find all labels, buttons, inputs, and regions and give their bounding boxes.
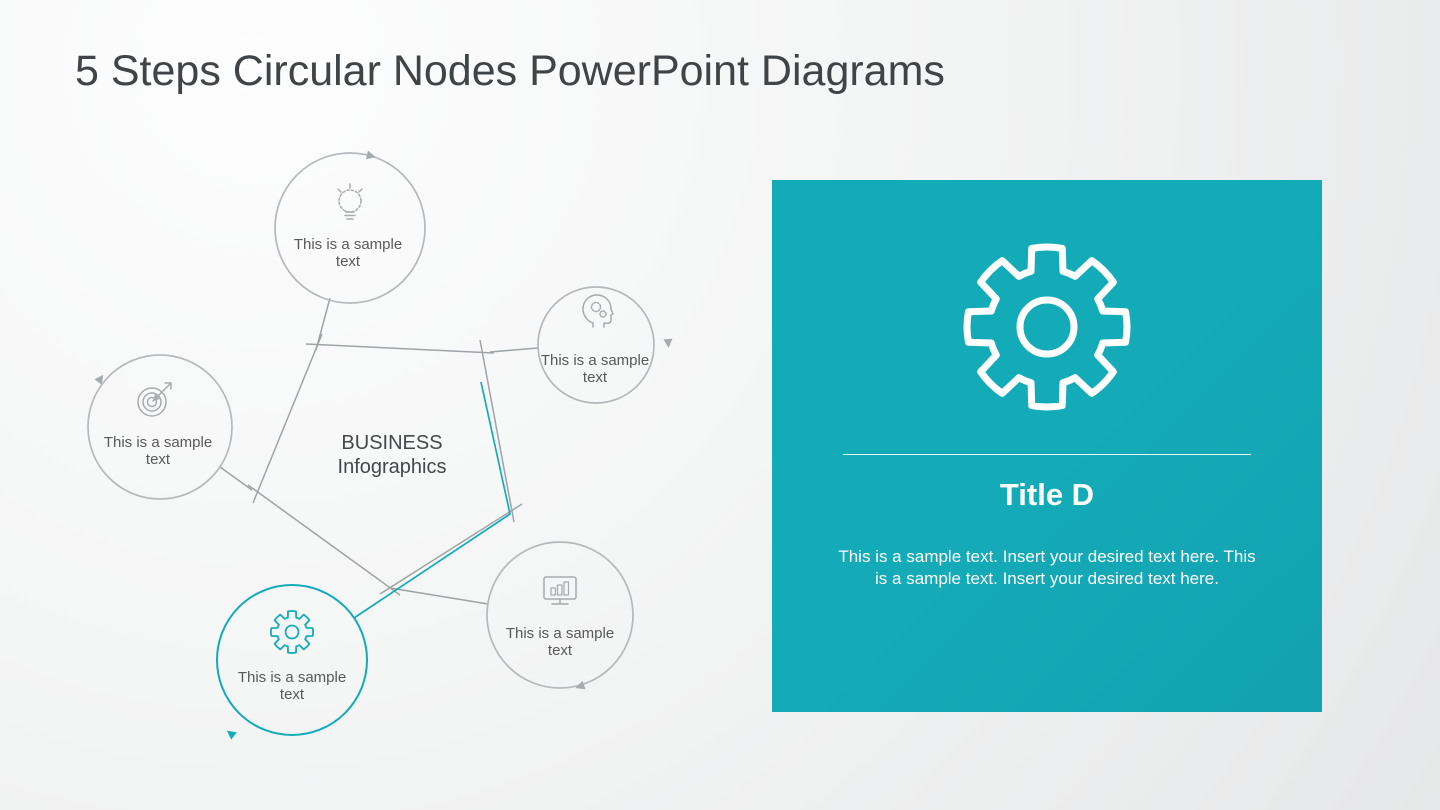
- detail-panel: Title D This is a sample text. Insert yo…: [772, 180, 1322, 712]
- flow-arrow-icon: [575, 680, 586, 690]
- node-label: This is a sample text: [505, 625, 615, 659]
- node-label: This is a sample text: [540, 352, 650, 386]
- flow-arrow-icon: [365, 150, 376, 160]
- circular-nodes-diagram: This is a sample text This is a sample t…: [60, 140, 760, 780]
- pentagon-outline: [247, 333, 523, 596]
- flow-arrow-icon: [226, 730, 237, 740]
- active-connector-line: [353, 381, 511, 619]
- node-circle-idea: [274, 152, 426, 304]
- diagram-center-label: BUSINESS Infographics: [337, 432, 447, 478]
- panel-title: Title D: [999, 477, 1095, 512]
- node-label: This is a sample text: [237, 669, 347, 703]
- flow-arrows: [94, 150, 673, 740]
- gear-icon: [963, 243, 1131, 411]
- target-arrow-icon: [137, 382, 172, 417]
- node-label: This is a sample text: [293, 236, 403, 270]
- slide-title: 5 Steps Circular Nodes PowerPoint Diagra…: [75, 47, 945, 95]
- diagram-canvas: [87, 150, 673, 740]
- flow-arrow-icon: [663, 338, 673, 348]
- lightbulb-icon: [337, 183, 363, 220]
- node-label: This is a sample text: [103, 434, 213, 468]
- gear-icon: [270, 610, 314, 654]
- flow-arrow-icon: [94, 374, 104, 385]
- node-circle-target: [87, 354, 233, 500]
- node-circle-analytics: [486, 541, 634, 689]
- head-gears-icon: [582, 294, 614, 328]
- connector-lines: [219, 297, 539, 605]
- divider: [843, 454, 1251, 455]
- panel-body: This is a sample text. Insert your desir…: [838, 547, 1256, 588]
- node-circle-settings: [216, 584, 368, 736]
- node-circle-mind: [537, 286, 655, 404]
- chart-monitor-icon: [543, 576, 577, 605]
